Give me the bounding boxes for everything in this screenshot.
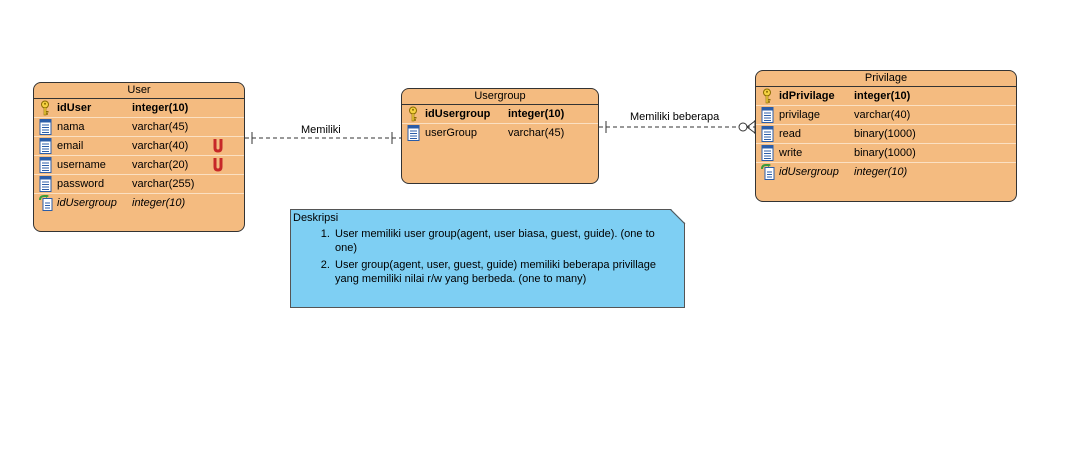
privilage-field-row[interactable]: read binary(1000) xyxy=(756,125,1016,144)
privilage-field-row[interactable]: idUsergroup integer(10) xyxy=(756,163,1016,181)
field-type: integer(10) xyxy=(132,197,186,209)
note-item: User memiliki user group(agent, user bia… xyxy=(333,227,668,255)
key-icon xyxy=(407,106,421,122)
column-icon xyxy=(39,157,53,173)
key-icon xyxy=(39,100,53,116)
privilage-field-row[interactable]: privilage varchar(40) xyxy=(756,106,1016,125)
field-type: binary(1000) xyxy=(854,147,916,159)
note-title: Deskripsi xyxy=(293,212,339,224)
field-list: idPrivilage integer(10) privilage varchar(4… xyxy=(756,87,1016,181)
field-type: varchar(45) xyxy=(132,121,189,133)
field-name: write xyxy=(779,147,803,159)
field-type: varchar(20) xyxy=(132,159,189,171)
field-type: integer(10) xyxy=(132,102,189,114)
field-name: idUsergroup xyxy=(57,197,117,209)
column-icon xyxy=(39,119,53,135)
field-name: userGroup xyxy=(425,127,477,139)
privilage-field-row[interactable]: idPrivilage integer(10) xyxy=(756,87,1016,106)
field-name: read xyxy=(779,128,802,140)
user-field-row[interactable]: nama varchar(45) xyxy=(34,118,244,137)
field-name: idUsergroup xyxy=(425,108,491,120)
field-name: password xyxy=(57,178,105,190)
unique-constraint-icon xyxy=(212,138,224,154)
field-type: varchar(255) xyxy=(132,178,195,190)
foreign-key-icon xyxy=(761,163,775,180)
privilage-field-row[interactable]: write binary(1000) xyxy=(756,144,1016,163)
entity-usergroup[interactable]: Usergroup idUsergroup integer(10) userGrou… xyxy=(401,88,599,184)
column-icon xyxy=(39,176,53,192)
field-type: varchar(40) xyxy=(132,140,189,152)
field-type: binary(1000) xyxy=(854,128,916,140)
field-list: idUser integer(10) nama varchar(45) email var… xyxy=(34,99,244,212)
field-type: integer(10) xyxy=(854,90,911,102)
field-type: integer(10) xyxy=(508,108,565,120)
user-field-row[interactable]: username varchar(20) xyxy=(34,156,244,175)
unique-constraint-icon xyxy=(212,157,224,173)
relationship-label-usergroup-privilage: Memiliki beberapa xyxy=(630,111,720,123)
foreign-key-icon xyxy=(39,194,53,211)
field-name: nama xyxy=(57,121,85,133)
user-field-row[interactable]: idUser integer(10) xyxy=(34,99,244,118)
entity-privilage[interactable]: Privilage idPrivilage integer(10) privilag… xyxy=(755,70,1017,202)
field-type: varchar(40) xyxy=(854,109,911,121)
column-icon xyxy=(407,125,421,141)
description-note[interactable]: Deskripsi User memiliki user group(agent… xyxy=(290,209,685,308)
note-list: User memiliki user group(agent, user bia… xyxy=(319,227,668,289)
entity-title: User xyxy=(34,83,244,99)
field-type: varchar(45) xyxy=(508,127,565,139)
user-field-row[interactable]: password varchar(255) xyxy=(34,175,244,194)
field-list: idUsergroup integer(10) userGroup varchar(4… xyxy=(402,105,598,142)
key-icon xyxy=(761,88,775,104)
note-fold-corner xyxy=(670,209,686,225)
column-icon xyxy=(761,126,775,142)
field-name: privilage xyxy=(779,109,820,121)
field-name: idUsergroup xyxy=(779,166,839,178)
usergroup-field-row[interactable]: userGroup varchar(45) xyxy=(402,124,598,142)
entity-title: Usergroup xyxy=(402,89,598,105)
relationship-user-usergroup[interactable] xyxy=(245,132,401,144)
usergroup-field-row[interactable]: idUsergroup integer(10) xyxy=(402,105,598,124)
user-field-row[interactable]: idUsergroup integer(10) xyxy=(34,194,244,212)
relationship-label-user-usergroup: Memiliki xyxy=(301,124,341,136)
field-name: email xyxy=(57,140,84,152)
column-icon xyxy=(761,107,775,123)
field-name: idUser xyxy=(57,102,92,114)
column-icon xyxy=(39,138,53,154)
note-item: User group(agent, user, guest, guide) me… xyxy=(333,258,668,286)
field-name: idPrivilage xyxy=(779,90,835,102)
user-field-row[interactable]: email varchar(40) xyxy=(34,137,244,156)
entity-title: Privilage xyxy=(756,71,1016,87)
field-name: username xyxy=(57,159,106,171)
column-icon xyxy=(761,145,775,161)
field-type: integer(10) xyxy=(854,166,908,178)
entity-user[interactable]: User idUser integer(10) nama varchar(45) ema… xyxy=(33,82,245,232)
